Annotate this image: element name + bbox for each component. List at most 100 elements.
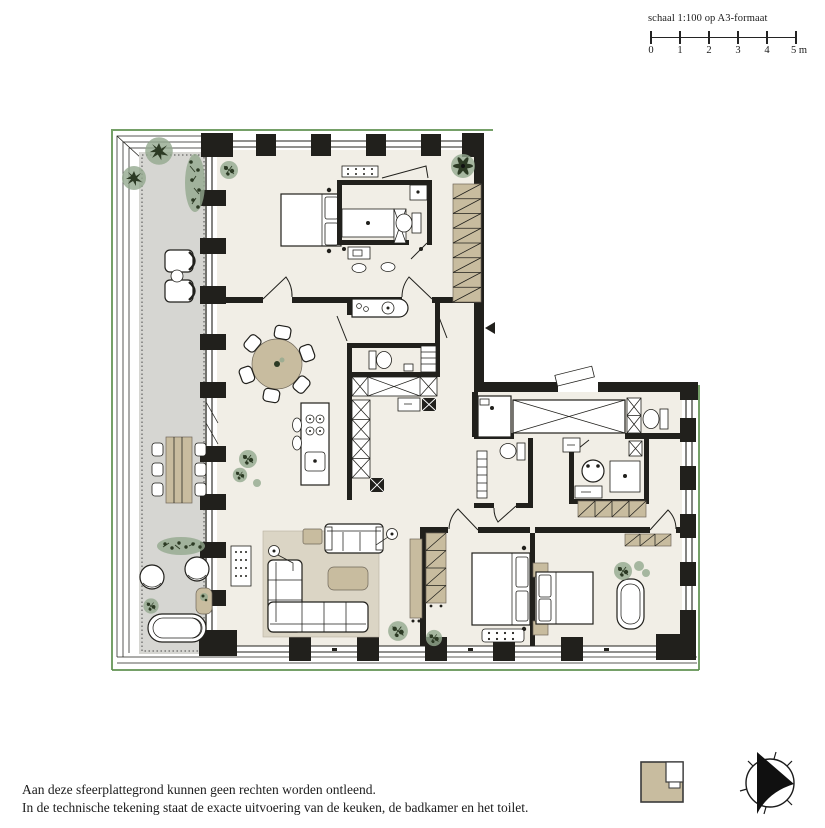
kitchen-core [351, 298, 438, 493]
plant-icon [253, 479, 261, 487]
desk-icon [342, 246, 423, 273]
ruler-tick [737, 31, 739, 44]
building-locator-icon [640, 761, 684, 803]
toilet-room [368, 345, 437, 373]
plant-icon [219, 160, 239, 180]
kitchen-island-icon [292, 402, 330, 486]
dining-table-icon [251, 338, 303, 390]
disclaimer-line-2: In de technische tekening staat de exact… [22, 799, 529, 815]
plant-icon [613, 561, 633, 581]
coffee-table-icon [327, 566, 369, 591]
door-swing [336, 315, 348, 342]
bed-icon [471, 545, 531, 632]
scale-label: schaal 1:100 op A3-formaat [648, 13, 768, 24]
plant-icon [425, 629, 443, 647]
terrace-armchair-icon [164, 249, 196, 273]
wardrobe-x-icon [512, 399, 626, 434]
toilet-icon [395, 212, 422, 234]
pillar [200, 542, 226, 558]
plant-icon [238, 449, 258, 469]
washer-dryer-icon [626, 397, 642, 434]
washbasin-counter-icon [477, 395, 512, 438]
outdoor-lounger-icon [147, 613, 207, 643]
door-swing [448, 508, 479, 531]
stool-icon [351, 263, 367, 273]
ruler-tick [766, 31, 768, 44]
wall-lamp-icon [419, 247, 423, 251]
shower-icon [609, 460, 641, 493]
pillar [680, 418, 696, 442]
terrace [122, 137, 213, 643]
radiator-icon [230, 545, 252, 587]
stool-icon [380, 262, 396, 272]
plant-icon [143, 598, 159, 614]
pillar [289, 637, 311, 661]
pillar [200, 238, 226, 254]
section-arrow-icon [485, 322, 495, 334]
plant-icon [232, 467, 248, 483]
entrance-door [554, 365, 595, 387]
terrace-door [205, 422, 219, 445]
wardrobe-hatched-icon [425, 532, 447, 608]
pillar [200, 190, 226, 206]
wardrobe-hatched-icon [624, 533, 672, 547]
ruler-tick-label: 1 [677, 45, 683, 56]
entry-hall [476, 395, 669, 518]
ruler-line [650, 37, 796, 38]
ensuite-bathroom [337, 165, 432, 260]
party-walls [474, 150, 682, 392]
pillar [366, 134, 386, 156]
lounge [230, 523, 423, 642]
door-swing [436, 311, 448, 339]
terrace-armchair-icon [164, 279, 196, 303]
pillar [680, 382, 698, 400]
pillar [200, 494, 226, 510]
door-swing [649, 509, 677, 531]
terrace-railing [141, 154, 205, 652]
wardrobe-hatched-icon [452, 183, 482, 303]
lounge-chair-icon [184, 556, 210, 582]
towel-shelf-icon [420, 345, 437, 373]
pillar [656, 634, 696, 660]
pillar [357, 637, 379, 661]
sink-icon [409, 184, 428, 201]
plant-icon [634, 561, 644, 571]
hedge-plant-icon [157, 537, 205, 555]
pouf-icon [302, 528, 323, 545]
ruler-tick [679, 31, 681, 44]
ruler-tick-labels: 0 1 2 3 4 5 m [648, 45, 808, 59]
toilet-icon [376, 351, 392, 369]
plant-icon [642, 569, 650, 577]
ruler-tick-label: 0 [648, 45, 654, 56]
scale-ruler [648, 30, 808, 44]
pillar [199, 630, 237, 656]
pillar [200, 446, 226, 462]
outdoor-chairs [151, 442, 207, 497]
apartment-floor [217, 150, 682, 646]
ruler-tick [650, 31, 652, 44]
pillar [200, 334, 226, 350]
sink-icon [403, 363, 414, 372]
tv-panel-icon [409, 538, 423, 623]
ruler-tick-label: 2 [706, 45, 712, 56]
toilet-icon [516, 442, 526, 461]
wardrobe-hatched-icon [577, 500, 647, 518]
wall-lamp-icon [342, 247, 346, 251]
plant-icon [387, 620, 409, 642]
toilet-room-2 [476, 442, 526, 499]
legend-icons [640, 751, 795, 815]
exterior-wall-right [680, 382, 698, 634]
pillar [421, 134, 441, 156]
kitchen-counter-icon [351, 298, 409, 318]
door-swing [410, 242, 428, 260]
door-swing [381, 165, 429, 179]
toilet-icon [642, 408, 669, 430]
door-swing [262, 276, 293, 300]
bedroom-2 [425, 532, 531, 647]
pillar [680, 562, 696, 586]
window-vent [604, 648, 609, 651]
master-bedroom [219, 154, 482, 303]
pillar [201, 133, 233, 157]
